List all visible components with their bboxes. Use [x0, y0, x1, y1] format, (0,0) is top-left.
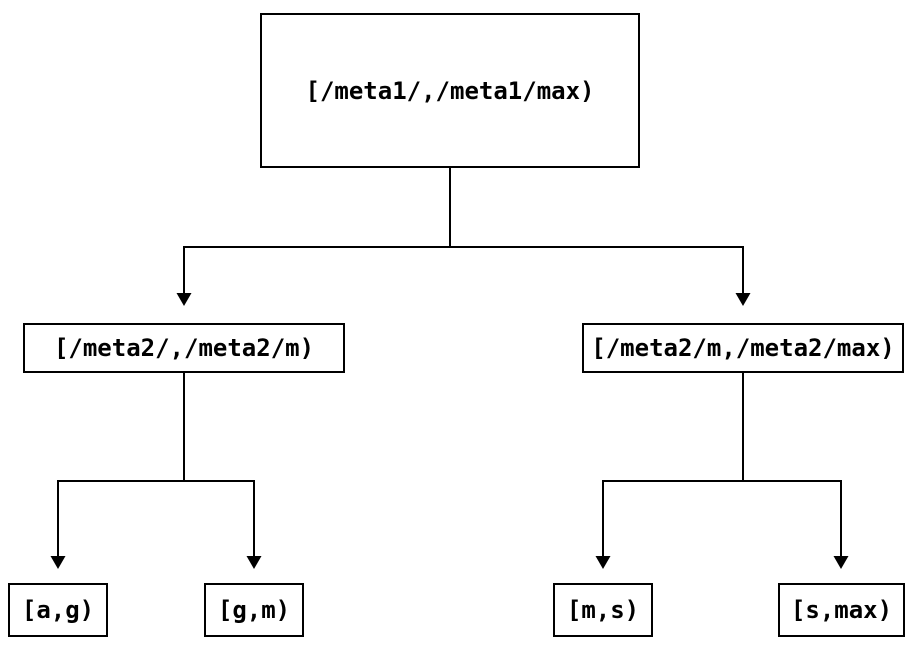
node-right-range: [/meta2/m,/meta2/max)	[582, 323, 904, 373]
node-root-range: [/meta1/,/meta1/max)	[260, 13, 640, 168]
edge-root-to-right	[450, 246, 751, 306]
edge-right-to-leaf-smax	[743, 480, 849, 569]
edge-left-to-leaf-ag	[50, 373, 185, 569]
edge-root-to-left	[176, 168, 451, 306]
edge-left-to-leaf-gm	[184, 480, 262, 569]
arrow-down-icon	[833, 556, 849, 569]
node-leaf-ag: [a,g)	[8, 583, 108, 637]
edge-right-to-leaf-ms	[595, 373, 744, 569]
node-leaf-smax: [s,max)	[778, 583, 905, 637]
arrow-down-icon	[50, 556, 66, 569]
arrow-down-icon	[246, 556, 262, 569]
node-left-range: [/meta2/,/meta2/m)	[23, 323, 345, 373]
node-leaf-gm: [g,m)	[204, 583, 304, 637]
node-leaf-ms: [m,s)	[553, 583, 653, 637]
arrow-down-icon	[176, 293, 192, 306]
arrow-down-icon	[735, 293, 751, 306]
arrow-down-icon	[595, 556, 611, 569]
